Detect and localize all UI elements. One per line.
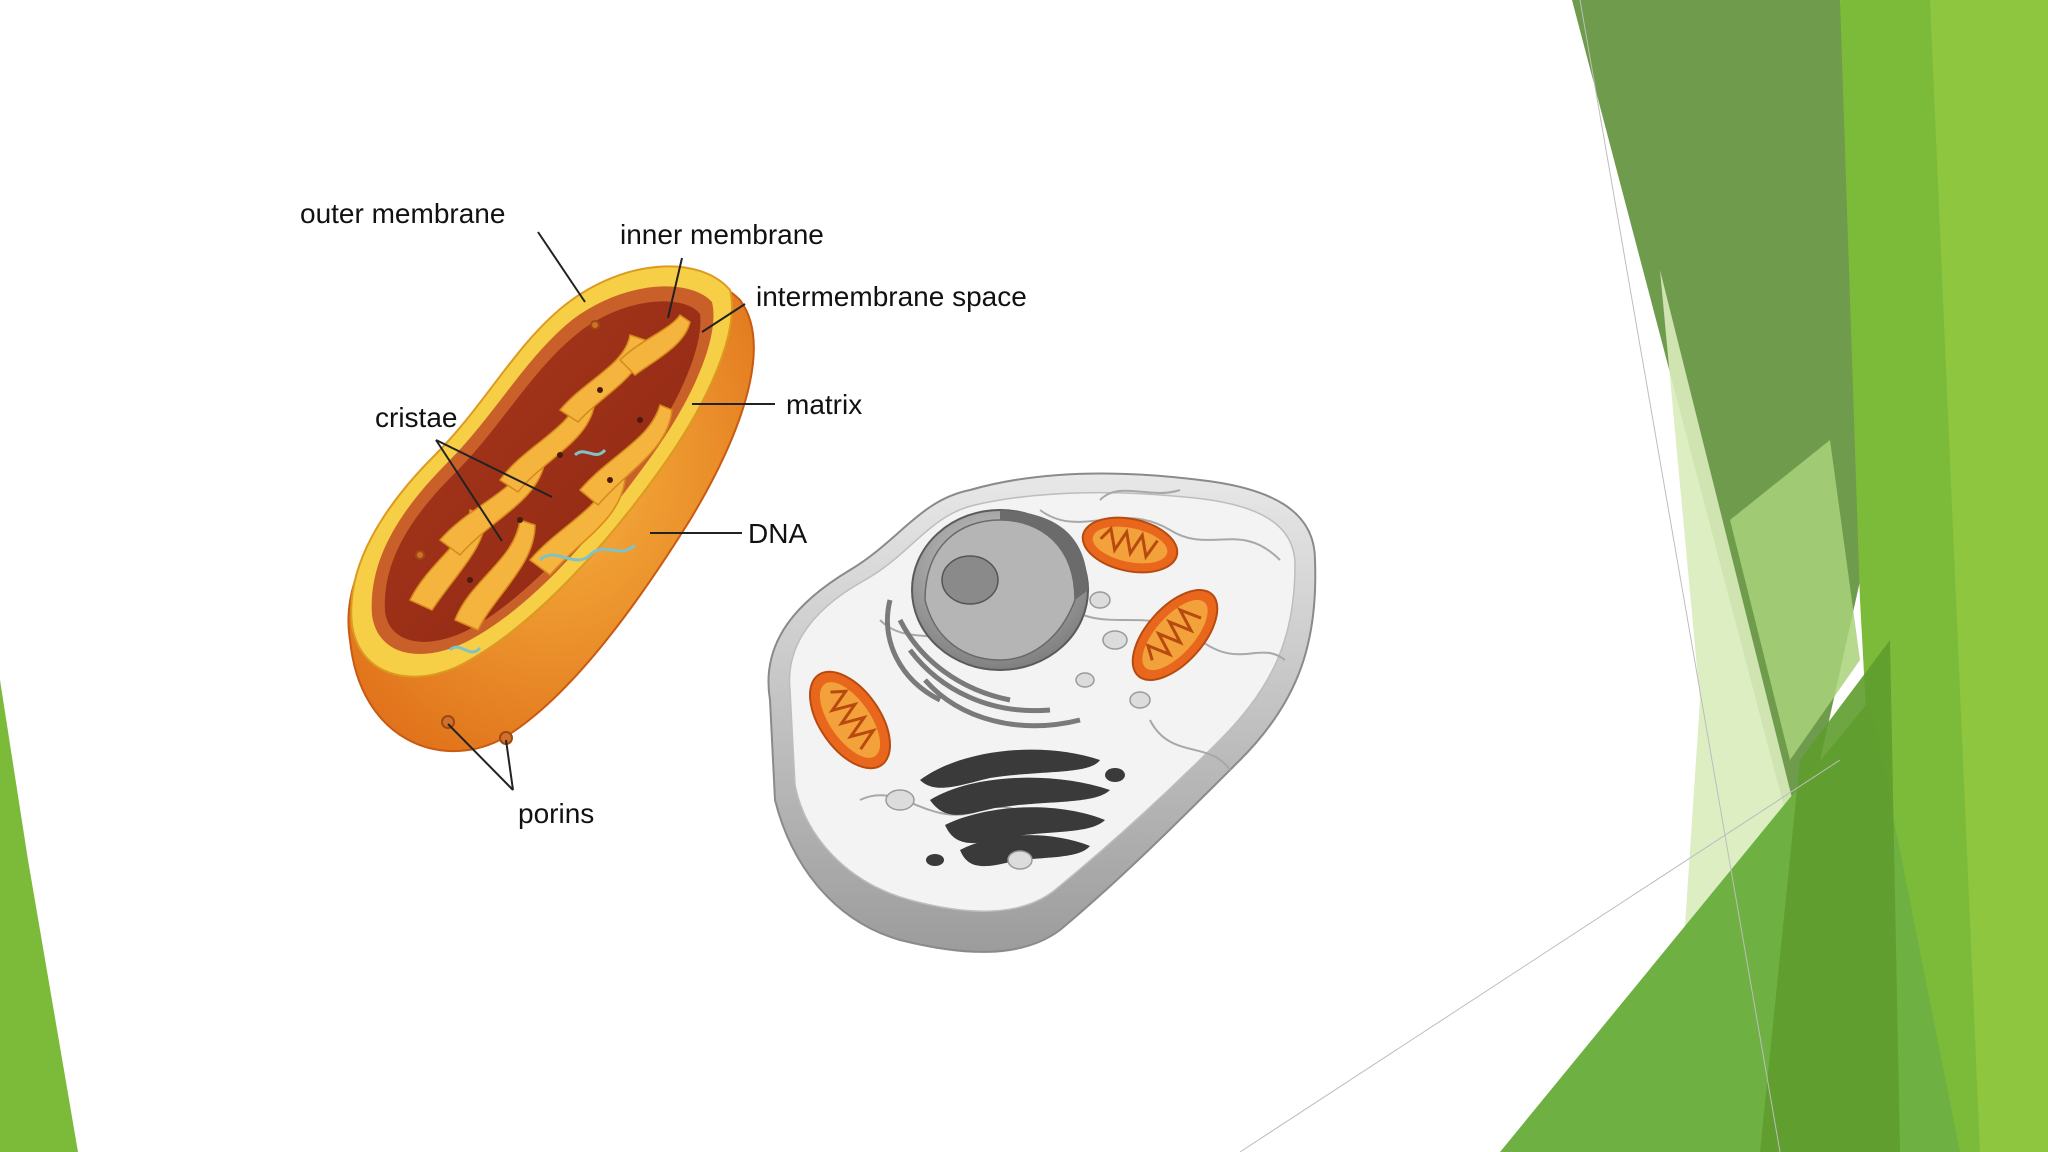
cell-mitochondrion-3: [809, 670, 891, 770]
golgi-apparatus: [920, 749, 1125, 867]
label-outer-membrane: outer membrane: [300, 198, 505, 229]
endoplasmic-reticulum: [884, 599, 1081, 729]
label-inner-membrane: inner membrane: [620, 219, 824, 250]
label-dna: DNA: [748, 518, 807, 549]
leader-porins-2: [505, 739, 514, 791]
animal-cell: [767, 472, 1317, 953]
label-porins: porins: [518, 798, 594, 829]
thin-line-2: [1239, 759, 1841, 1152]
thin-line-1: [1579, 0, 1781, 1152]
green-decoration-left: [0, 680, 78, 1152]
labels: outer membrane inner membrane intermembr…: [300, 198, 1027, 829]
leader-porins-1: [447, 723, 514, 791]
leader-lines: [435, 231, 775, 791]
dna-strands: [448, 448, 637, 654]
nucleus: [911, 509, 1089, 671]
mitochondrion: [347, 265, 755, 753]
cristae-folds: [408, 313, 691, 631]
label-matrix: matrix: [786, 389, 862, 420]
green-decoration-right: [1239, 0, 2048, 1152]
porins-dots: [415, 320, 600, 745]
leader-cristae-2: [435, 439, 503, 542]
nucleolus: [941, 555, 999, 605]
label-cristae: cristae: [375, 402, 457, 433]
green-shard-deep: [1760, 640, 1900, 1152]
green-shard-lime: [1930, 0, 2048, 1152]
cell-mitochondrion-2: [1131, 589, 1219, 681]
ribosome-dots: [467, 387, 643, 583]
leader-cristae-1: [435, 439, 553, 498]
cell-mitochondrion-1: [1081, 516, 1179, 574]
leader-inner-membrane: [667, 257, 683, 319]
leader-outer-membrane: [537, 231, 586, 303]
green-shard-soft: [1730, 440, 1860, 760]
leader-intermembrane-space: [701, 303, 746, 333]
label-intermembrane-space: intermembrane space: [756, 281, 1027, 312]
